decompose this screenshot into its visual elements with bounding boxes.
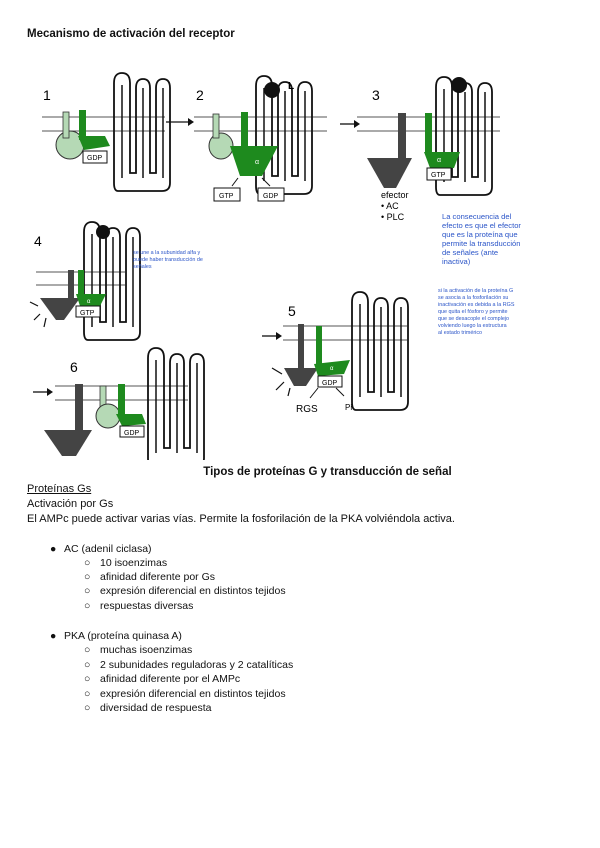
bullet-circle: ○ xyxy=(84,571,91,583)
effector-label: efector xyxy=(381,190,409,200)
panel-3: 3 α GTP efector • AC • PLC xyxy=(357,76,500,222)
panel-5: 5 α GDP RGS Pi xyxy=(262,291,409,415)
bullet-circle: ○ xyxy=(84,688,91,700)
receptor-activation-diagram: 1 GDP 2 L α GTP GDP 3 xyxy=(29,72,500,460)
effector-shape xyxy=(367,158,412,188)
pi-label: Pi xyxy=(345,403,352,412)
arrow-1-2 xyxy=(166,118,194,126)
panel-4-number: 4 xyxy=(34,233,42,249)
panel-6: 6 GDP xyxy=(33,347,205,460)
svg-text:α: α xyxy=(330,366,334,372)
activation-line: Activación por Gs xyxy=(27,498,114,510)
rgs-label: RGS xyxy=(296,404,318,415)
list-subitem: muchas isoenzimas xyxy=(100,644,193,656)
gdp-label-6: GDP xyxy=(124,430,140,437)
panel-2-number: 2 xyxy=(196,87,204,103)
gtp-label-4: GTP xyxy=(80,310,95,317)
arrow-6 xyxy=(33,388,53,396)
gdp-label-1: GDP xyxy=(87,155,103,162)
bullet-circle: ○ xyxy=(84,659,91,671)
list-subitem: respuestas diversas xyxy=(100,600,194,612)
bullet-circle: ○ xyxy=(84,673,91,685)
intro-paragraph: El AMPc puede activar varias vías. Permi… xyxy=(27,513,455,525)
bullet-circle: ○ xyxy=(84,557,91,569)
bullet-circle: ○ xyxy=(84,600,91,612)
list-subitem: expresión diferencial en distintos tejid… xyxy=(100,585,286,597)
panel-5-number: 5 xyxy=(288,303,296,319)
panel-4: 4 α GTP xyxy=(29,221,141,341)
gdp-label-5: GDP xyxy=(322,380,338,387)
arrow-2-3 xyxy=(340,120,360,128)
section-subtitle: Proteínas Gs xyxy=(27,483,92,495)
list-subitem: afinidad diferente por Gs xyxy=(100,571,215,583)
bullet-dot: ● xyxy=(50,543,57,555)
gdp-label-2: GDP xyxy=(263,193,279,200)
panel-1-number: 1 xyxy=(43,87,51,103)
gtp-label-3: GTP xyxy=(431,172,446,179)
list-subitem: diversidad de respuesta xyxy=(100,702,212,714)
bullet-circle: ○ xyxy=(84,585,91,597)
gtp-label-2: GTP xyxy=(219,193,234,200)
effector-plc: • PLC xyxy=(381,212,405,222)
svg-text:α: α xyxy=(87,299,91,305)
bullet-circle: ○ xyxy=(84,644,91,656)
list-subitem: afinidad diferente por el AMPc xyxy=(100,673,241,685)
panel-3-number: 3 xyxy=(372,87,380,103)
ligand-label: L xyxy=(288,81,294,92)
panel-1: 1 GDP xyxy=(42,72,171,192)
bullet-dot: ● xyxy=(50,630,57,642)
svg-text:α: α xyxy=(437,157,441,164)
svg-text:α: α xyxy=(255,159,259,166)
figure-title: Mecanismo de activación del receptor xyxy=(27,28,235,40)
panel-2: 2 L α GTP GDP xyxy=(194,75,327,202)
effector-ac: • AC xyxy=(381,201,399,211)
ligand xyxy=(264,82,280,98)
list-subitem: 10 isoenzimas xyxy=(100,557,168,569)
list-item-pka: PKA (proteína quinasa A) xyxy=(64,630,182,642)
panel-6-number: 6 xyxy=(70,359,78,375)
bullet-circle: ○ xyxy=(84,702,91,714)
list-subitem: 2 subunidades reguladoras y 2 catalítica… xyxy=(100,659,294,671)
list-subitem: expresión diferencial en distintos tejid… xyxy=(100,688,286,700)
list-item-ac: AC (adenil ciclasa) xyxy=(64,543,152,555)
arrow-5 xyxy=(262,332,282,340)
section-title: Tipos de proteínas G y transducción de s… xyxy=(203,466,452,478)
